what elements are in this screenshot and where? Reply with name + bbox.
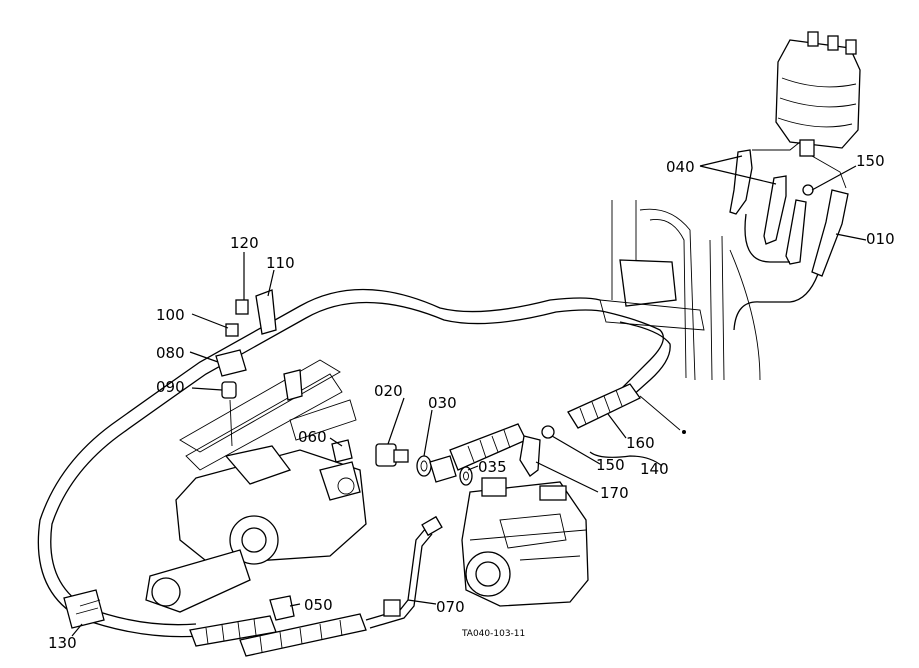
label-170: 170 <box>600 484 629 502</box>
injection-pump <box>461 477 589 607</box>
label-140: 140 <box>640 460 669 478</box>
label-150-upper: 150 <box>856 152 885 170</box>
lower-hose <box>63 439 443 657</box>
label-070: 070 <box>436 598 465 616</box>
label-020: 020 <box>374 382 403 400</box>
clip-parts <box>215 289 303 447</box>
leader-lines <box>71 155 867 637</box>
label-100: 100 <box>156 306 185 324</box>
label-040: 040 <box>666 158 695 176</box>
label-030: 030 <box>428 394 457 412</box>
label-080: 080 <box>156 344 185 362</box>
label-090: 090 <box>156 378 185 396</box>
fuel-filter-assembly <box>599 31 861 381</box>
label-050: 050 <box>304 596 333 614</box>
engine-bracket <box>145 359 367 613</box>
label-130: 130 <box>48 634 77 652</box>
label-110: 110 <box>266 254 295 272</box>
label-060: 060 <box>298 428 327 446</box>
part-labels: 010 020 030 035 040 050 060 070 080 090 … <box>48 152 895 652</box>
label-160: 160 <box>626 434 655 452</box>
label-035: 035 <box>478 458 507 476</box>
label-010: 010 <box>866 230 895 248</box>
upper-hose-fittings <box>729 141 849 331</box>
label-120: 120 <box>230 234 259 252</box>
reference-code: TA040-103-11 <box>461 629 525 639</box>
pump-inlet-fittings <box>375 383 686 486</box>
label-150-lower: 150 <box>596 456 625 474</box>
